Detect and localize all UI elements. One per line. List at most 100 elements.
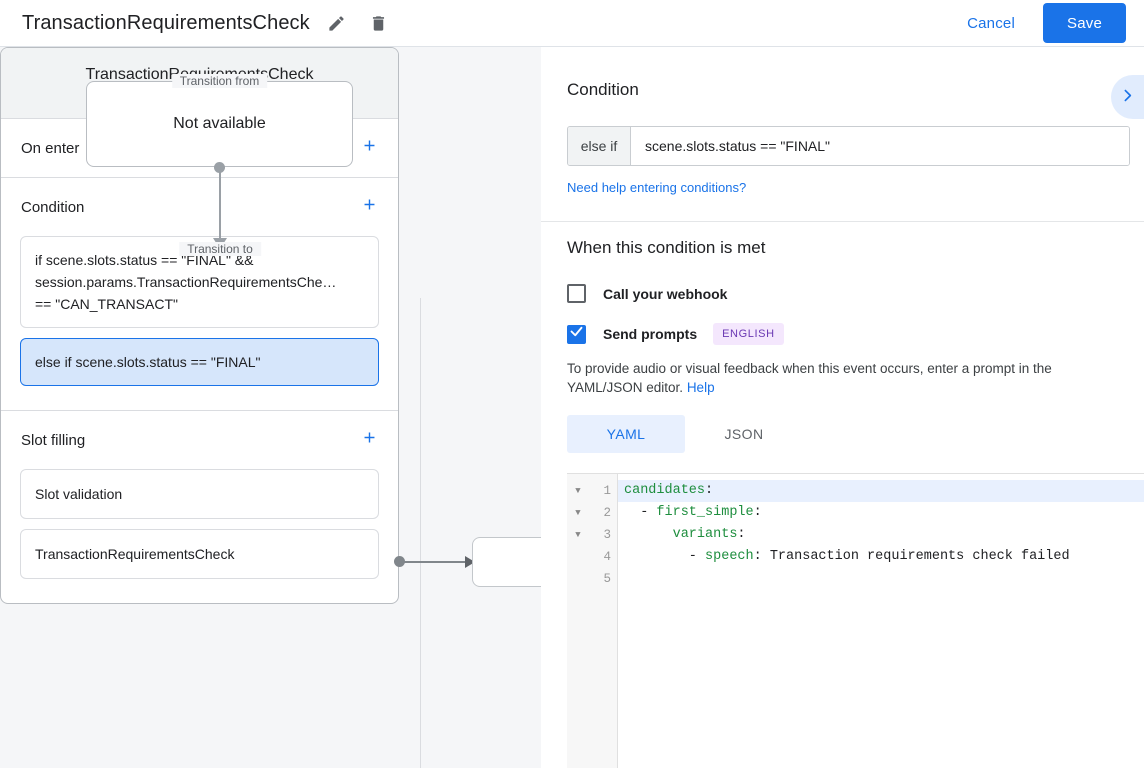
transition-from-value: Not available (173, 115, 266, 132)
send-prompts-label: Send prompts (603, 326, 698, 342)
cancel-button[interactable]: Cancel (953, 7, 1029, 40)
editor-format-tabs: YAML JSON (567, 415, 1118, 453)
tab-json[interactable]: JSON (685, 415, 803, 453)
code-line[interactable]: - speech: Transaction requirements check… (618, 546, 1144, 568)
gutter-line: ▼ 3 (567, 524, 617, 546)
flow-canvas[interactable]: Transition from Not available Transition… (0, 47, 541, 768)
code-line[interactable]: candidates: (618, 480, 1144, 502)
pencil-icon (327, 14, 346, 33)
code-rest: : (753, 505, 762, 520)
prompt-description-text: To provide audio or visual feedback when… (567, 361, 1052, 395)
gutter-line: ▼ 2 (567, 502, 617, 524)
condition-item-selected[interactable]: else if scene.slots.status == "FINAL" (20, 338, 379, 386)
plus-icon (361, 429, 378, 451)
line-number: 5 (603, 572, 611, 586)
section-slot-filling: Slot filling Slot validation Transaction… (1, 411, 398, 603)
when-condition-met-section: When this condition is met Call your web… (541, 197, 1144, 453)
page-title: TransactionRequirementsCheck (22, 11, 310, 34)
code-key: variants (672, 527, 738, 542)
condition-line: if scene.slots.status == "FINAL" && (35, 252, 254, 268)
tab-yaml[interactable]: YAML (567, 415, 685, 453)
prompt-description: To provide audio or visual feedback when… (567, 359, 1118, 397)
panel-section-divider (541, 221, 1144, 222)
gutter-line: ▼ 1 (567, 480, 617, 502)
slot-item[interactable]: TransactionRequirementsCheck (20, 529, 379, 579)
condition-line: session.params.TransactionRequirementsCh… (35, 274, 337, 290)
condition-list: if scene.slots.status == "FINAL" && sess… (1, 236, 398, 410)
line-number: 4 (603, 550, 611, 564)
language-badge: ENGLISH (713, 323, 784, 345)
condition-item[interactable]: if scene.slots.status == "FINAL" && sess… (20, 236, 379, 328)
section-on-enter-title: On enter (21, 139, 80, 157)
condition-connector-dot (394, 556, 405, 567)
condition-line: else if scene.slots.status == "FINAL" (35, 354, 261, 370)
line-number: 1 (603, 484, 611, 498)
when-met-heading: When this condition is met (567, 238, 766, 257)
code-rest: : Transaction requirements check failed (753, 549, 1070, 564)
trash-icon (369, 14, 388, 33)
fold-toggle-icon[interactable]: ▼ (575, 486, 581, 496)
check-icon (569, 324, 584, 344)
add-on-enter-button[interactable] (358, 137, 380, 159)
condition-editor-section: Condition else if scene.slots.status == … (541, 47, 1144, 197)
section-condition-title: Condition (21, 198, 85, 216)
code-key: first_simple (656, 505, 754, 520)
send-prompts-checkbox-row[interactable]: Send prompts ENGLISH (567, 323, 1118, 345)
section-condition: Condition if scene.slots.status == "FINA… (1, 178, 398, 411)
save-button[interactable]: Save (1043, 3, 1126, 43)
yaml-code-editor[interactable]: ▼ 1 ▼ 2 ▼ 3 4 5 candidates: - first_simp… (567, 473, 1144, 768)
expand-panel-button[interactable] (1111, 75, 1144, 119)
code-key: speech (705, 549, 754, 564)
code-line[interactable] (618, 568, 1144, 590)
condition-line: == "CAN_TRANSACT" (35, 296, 178, 312)
condition-help-link[interactable]: Need help entering conditions? (567, 180, 747, 195)
code-line[interactable]: variants: (618, 524, 1144, 546)
prompt-help-link[interactable]: Help (686, 380, 715, 395)
condition-prefix-label: else if (568, 127, 631, 165)
connector-vertical-line (219, 167, 221, 243)
slot-list: Slot validation TransactionRequirementsC… (1, 469, 398, 603)
send-prompts-checkbox[interactable] (567, 324, 586, 344)
condition-input-row[interactable]: else if scene.slots.status == "FINAL" (567, 126, 1130, 166)
editor-code-area[interactable]: candidates: - first_simple: variants: - … (618, 474, 1144, 768)
section-condition-header: Condition (1, 178, 398, 236)
plus-icon (361, 137, 378, 159)
condition-connector-arrowhead (465, 556, 475, 568)
delete-button[interactable] (364, 8, 394, 38)
line-number: 2 (603, 506, 611, 520)
canvas-guide-line (420, 298, 421, 768)
fold-toggle-icon[interactable]: ▼ (575, 530, 581, 540)
gutter-line: 5 (567, 568, 617, 590)
code-indent: - (624, 505, 657, 520)
editor-gutter: ▼ 1 ▼ 2 ▼ 3 4 5 (567, 474, 618, 768)
webhook-checkbox-label: Call your webhook (603, 285, 728, 302)
transition-to-legend: Transition to (179, 242, 261, 256)
add-slot-button[interactable] (358, 429, 380, 451)
condition-heading: Condition (567, 80, 639, 99)
chevron-right-icon (1119, 87, 1136, 107)
line-number: 3 (603, 528, 611, 542)
condition-connector-line (400, 561, 472, 563)
transition-from-node[interactable]: Transition from Not available (86, 74, 353, 167)
section-on-enter: On enter (1, 119, 398, 178)
code-rest: : (737, 527, 746, 542)
plus-icon (361, 196, 378, 218)
condition-expression-input[interactable]: scene.slots.status == "FINAL" (631, 127, 1129, 165)
section-slot-filling-header: Slot filling (1, 411, 398, 469)
top-bar-actions: Cancel Save (953, 3, 1144, 43)
code-indent (624, 527, 673, 542)
code-key: candidates (624, 483, 706, 498)
transition-from-legend: Transition from (171, 74, 268, 88)
slot-item[interactable]: Slot validation (20, 469, 379, 519)
code-rest: : (705, 483, 714, 498)
code-indent: - (624, 549, 706, 564)
section-on-enter-header: On enter (1, 119, 398, 177)
code-line[interactable]: - first_simple: (618, 502, 1144, 524)
gutter-line: 4 (567, 546, 617, 568)
fold-toggle-icon[interactable]: ▼ (575, 508, 581, 518)
edit-name-button[interactable] (322, 8, 352, 38)
add-condition-button[interactable] (358, 196, 380, 218)
webhook-checkbox[interactable] (567, 284, 586, 303)
webhook-checkbox-row[interactable]: Call your webhook (567, 284, 1118, 303)
target-node-partial[interactable] (472, 537, 541, 587)
